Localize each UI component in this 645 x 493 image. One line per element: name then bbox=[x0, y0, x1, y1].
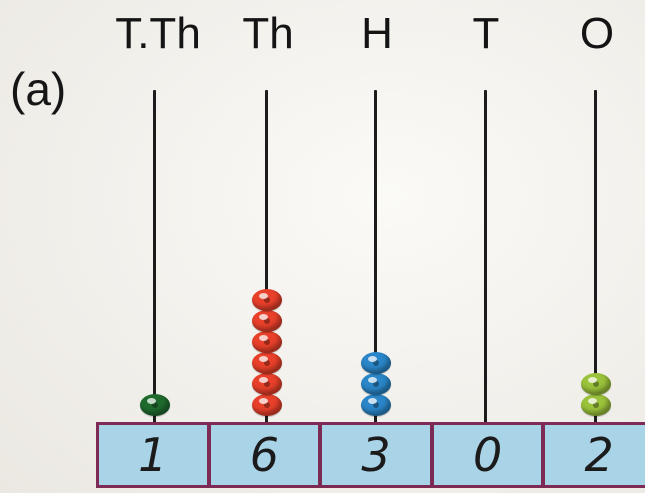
header-tens: T bbox=[472, 9, 500, 58]
digit-cell-tens: 0 bbox=[433, 425, 542, 485]
rod-tens bbox=[484, 90, 487, 424]
bead-thousands bbox=[251, 373, 282, 395]
bead-thousands bbox=[251, 394, 282, 416]
bead-thousands bbox=[251, 310, 282, 332]
bead-hundreds bbox=[360, 373, 391, 395]
header-thousands: Th bbox=[242, 9, 294, 58]
digit-cell-ones: 2 bbox=[545, 425, 645, 485]
place-value-base: 1 6 3 0 2 bbox=[96, 422, 645, 488]
digit-cell-ten-thousands: 1 bbox=[99, 425, 207, 485]
header-hundreds: H bbox=[361, 9, 393, 58]
rod-hundreds bbox=[374, 90, 377, 424]
rod-ones bbox=[594, 90, 597, 424]
bead-ones bbox=[580, 373, 611, 395]
bead-ones bbox=[580, 394, 611, 416]
bead-ten-thousands bbox=[139, 394, 170, 416]
header-ones: O bbox=[579, 9, 615, 58]
part-label: (a) bbox=[10, 63, 67, 115]
digit-cell-thousands: 6 bbox=[210, 425, 319, 485]
rod-ten-thousands bbox=[153, 90, 156, 424]
bead-hundreds bbox=[360, 394, 391, 416]
bead-thousands bbox=[251, 352, 282, 374]
bead-thousands bbox=[251, 331, 282, 353]
bead-thousands bbox=[251, 289, 282, 311]
header-ten-thousands: T.Th bbox=[115, 9, 201, 58]
rod-thousands bbox=[265, 90, 268, 424]
digit-cell-hundreds: 3 bbox=[322, 425, 430, 485]
bead-hundreds bbox=[360, 352, 391, 374]
